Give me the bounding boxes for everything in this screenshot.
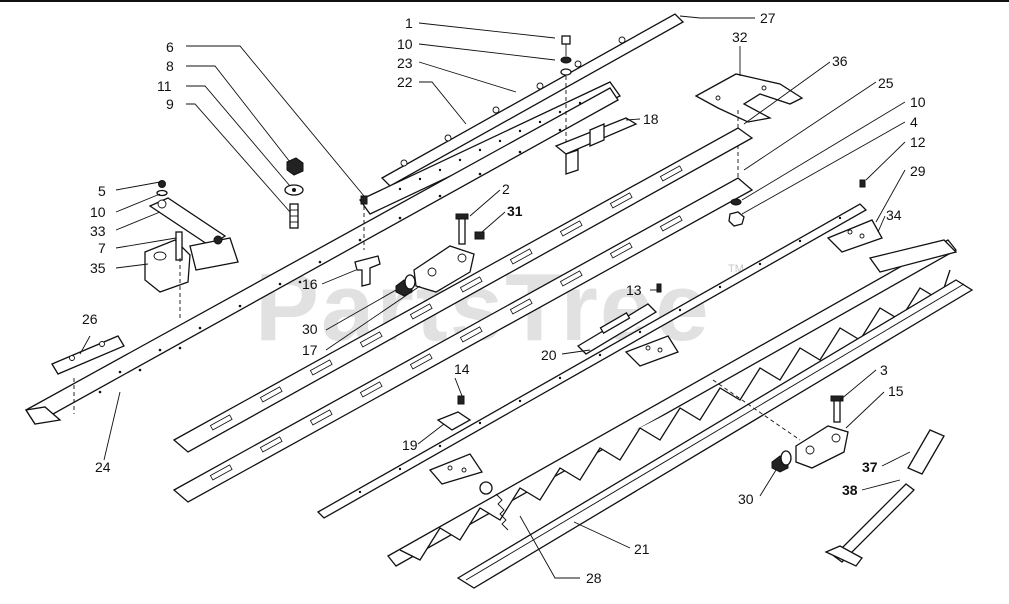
part-16-hook [354, 255, 381, 287]
part-37-pad [907, 429, 945, 475]
part-4-nut [728, 198, 745, 227]
callout-26: 26 [82, 311, 98, 327]
callout-13: 13 [626, 282, 642, 298]
callout-19: 19 [402, 437, 418, 453]
callout-10-top: 10 [397, 36, 413, 52]
callout-30-left: 30 [302, 321, 318, 337]
callout-27: 27 [760, 10, 776, 26]
callout-24: 24 [95, 459, 111, 475]
callout-6: 6 [166, 39, 174, 55]
callout-36: 36 [832, 53, 848, 69]
part-27-top-bar [380, 13, 685, 187]
alignment-lines [73, 258, 801, 441]
part-22-bar [359, 81, 621, 215]
callout-11: 11 [157, 78, 172, 94]
part-26-plate [51, 335, 125, 375]
callout-28: 28 [586, 570, 602, 586]
callout-2: 2 [502, 181, 510, 197]
callout-29: 29 [910, 163, 926, 179]
part-19-clip [436, 395, 472, 431]
callout-25: 25 [878, 75, 894, 91]
part-35-bracket-assembly [144, 180, 239, 293]
callout-4: 4 [910, 114, 918, 130]
callout-7: 7 [98, 240, 106, 256]
part-17-clamp-assembly [395, 213, 485, 297]
part-21-guard-bar [456, 279, 974, 589]
part-29-plates [428, 219, 883, 485]
part-15-right-clamp [771, 395, 849, 473]
part-36-slotted-bar [172, 127, 754, 453]
callout-1: 1 [405, 15, 413, 31]
part-24-long-bar [24, 87, 619, 425]
callout-17: 17 [302, 342, 318, 358]
callout-35: 35 [90, 260, 106, 276]
callout-20: 20 [541, 347, 557, 363]
callout-10-left: 10 [90, 204, 106, 220]
callout-21: 21 [634, 541, 650, 557]
callout-9: 9 [166, 96, 174, 112]
part-38-lever [824, 483, 915, 567]
callouts: 1 10 23 22 27 32 36 25 10 4 12 29 34 6 8… [82, 10, 926, 586]
callout-22: 22 [397, 74, 413, 90]
callout-31: 31 [507, 203, 523, 219]
part-12-thin-bar [316, 179, 868, 519]
callout-38: 38 [842, 482, 858, 498]
callout-5: 5 [98, 183, 106, 199]
callout-18: 18 [643, 111, 659, 127]
callout-30-right: 30 [738, 491, 754, 507]
part-32-fork-bracket [694, 73, 804, 200]
callout-12: 12 [910, 134, 926, 150]
part-1-bolt-stack [560, 35, 572, 150]
callout-14: 14 [454, 361, 470, 377]
callout-8: 8 [166, 58, 174, 74]
callout-33: 33 [90, 223, 106, 239]
part-28-spring [479, 481, 509, 531]
callout-37: 37 [862, 459, 878, 475]
callout-15: 15 [888, 383, 904, 399]
callout-34: 34 [886, 207, 902, 223]
callout-23: 23 [397, 55, 413, 71]
callout-16: 16 [302, 276, 318, 292]
leader-lines [79, 15, 911, 579]
callout-10-right: 10 [910, 94, 926, 110]
part-25-slotted-bar [172, 177, 754, 503]
part-8-nut-stack [284, 157, 304, 229]
callout-3: 3 [880, 362, 888, 378]
part-34-sickle [387, 239, 958, 567]
part-18-bracket [554, 117, 638, 175]
callout-32: 32 [732, 29, 748, 45]
